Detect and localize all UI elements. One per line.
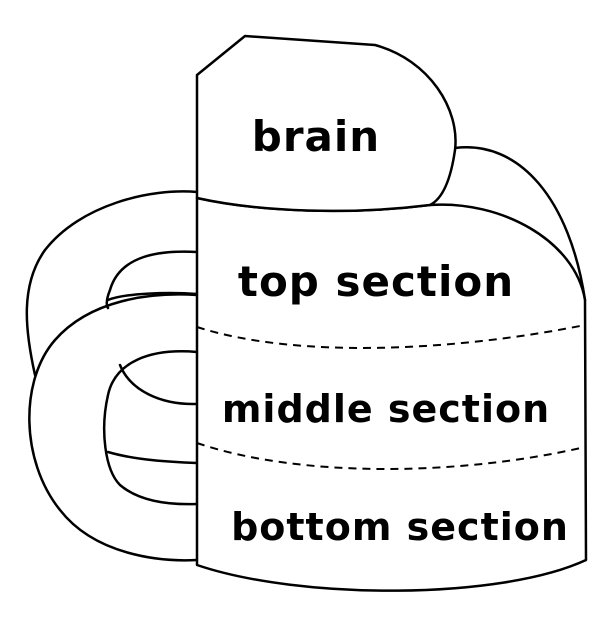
bottom-section-label: bottom section [231,505,569,549]
lower-intestine-fold-lower [106,450,199,465]
brain-label: brain [252,112,380,161]
lower-intestine-outer [28,293,199,562]
upper-intestine-inner-loop [105,250,199,310]
middle-section-label: middle section [222,387,550,431]
right-intestine-loop [453,146,587,302]
brain-cap [195,34,457,213]
upper-intestine-loop [25,190,199,377]
divider-top-middle [196,324,586,349]
lower-intestine-fold-upper [118,363,199,406]
divider-middle-bottom [196,442,586,470]
lower-intestine-inner [102,350,199,506]
top-section-label: top section [238,257,514,306]
